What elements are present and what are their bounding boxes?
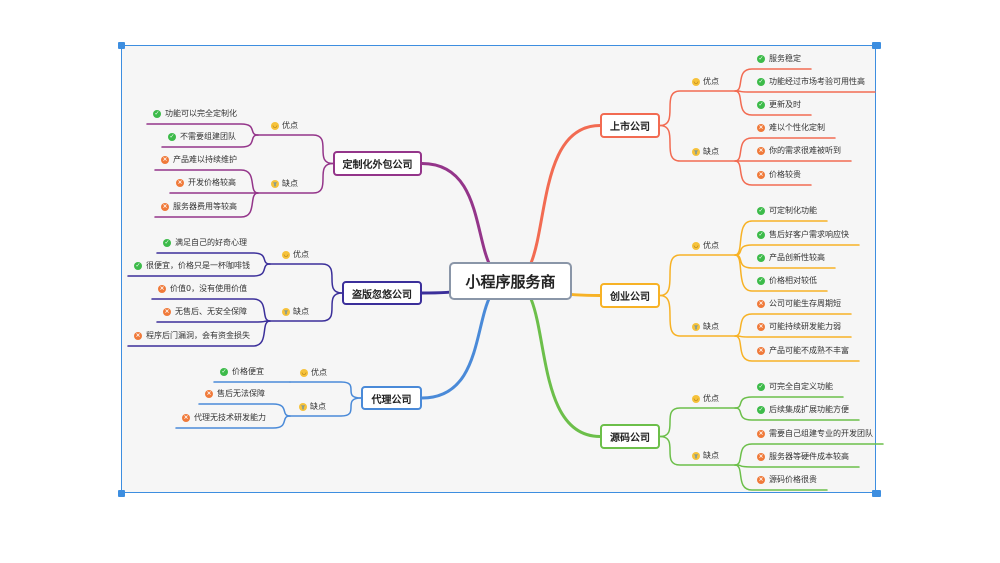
cross-icon: × — [757, 430, 765, 438]
crying-face-icon: ╥ — [282, 308, 290, 316]
leaf-topic[interactable]: 需要自己组建专业的开发团队 — [769, 429, 873, 438]
cross-icon: × — [161, 156, 169, 164]
check-icon: ✓ — [757, 207, 765, 215]
leaf-topic[interactable]: 可能持续研发能力弱 — [769, 322, 841, 331]
resize-handle-bottom-right[interactable] — [872, 490, 881, 497]
branch-node[interactable]: 创业公司 — [600, 283, 660, 308]
root-topic[interactable]: 小程序服务商 — [449, 262, 572, 300]
sub-topic-pros[interactable]: 优点 — [703, 77, 719, 86]
leaf-topic[interactable]: 服务稳定 — [769, 54, 801, 63]
leaf-topic[interactable]: 很便宜，价格只是一杯咖啡钱 — [146, 261, 250, 270]
leaf-topic[interactable]: 服务器等硬件成本较高 — [769, 452, 849, 461]
sub-topic-pros[interactable]: 优点 — [282, 121, 298, 130]
check-icon: ✓ — [168, 133, 176, 141]
leaf-topic[interactable]: 服务器费用等较高 — [173, 202, 237, 211]
sub-topic-pros[interactable]: 优点 — [703, 394, 719, 403]
cross-icon: × — [757, 347, 765, 355]
leaf-topic[interactable]: 无售后、无安全保障 — [175, 307, 247, 316]
leaf-topic[interactable]: 源码价格很贵 — [769, 475, 817, 484]
check-icon: ✓ — [134, 262, 142, 270]
leaf-topic[interactable]: 产品可能不成熟不丰富 — [769, 346, 849, 355]
cross-icon: × — [163, 308, 171, 316]
laughing-face-icon: ◡ — [282, 251, 290, 259]
leaf-topic[interactable]: 售后好客户需求响应快 — [769, 230, 849, 239]
cross-icon: × — [134, 332, 142, 340]
check-icon: ✓ — [153, 110, 161, 118]
leaf-topic[interactable]: 更新及时 — [769, 100, 801, 109]
cross-icon: × — [757, 453, 765, 461]
branch-node[interactable]: 盗版忽悠公司 — [342, 281, 422, 305]
sub-topic-cons[interactable]: 缺点 — [293, 307, 309, 316]
cross-icon: × — [205, 390, 213, 398]
check-icon: ✓ — [757, 101, 765, 109]
crying-face-icon: ╥ — [692, 148, 700, 156]
check-icon: ✓ — [757, 383, 765, 391]
branch-node[interactable]: 定制化外包公司 — [333, 151, 422, 176]
laughing-face-icon: ◡ — [692, 242, 700, 250]
sub-topic-cons[interactable]: 缺点 — [703, 451, 719, 460]
leaf-topic[interactable]: 价格较贵 — [769, 170, 801, 179]
leaf-topic[interactable]: 公司可能生存周期短 — [769, 299, 841, 308]
cross-icon: × — [176, 179, 184, 187]
cross-icon: × — [182, 414, 190, 422]
leaf-topic[interactable]: 你的需求很难被听到 — [769, 146, 841, 155]
branch-node[interactable]: 源码公司 — [600, 424, 660, 449]
cross-icon: × — [757, 323, 765, 331]
leaf-topic[interactable]: 满足自己的好奇心理 — [175, 238, 247, 247]
branch-node[interactable]: 代理公司 — [361, 386, 422, 410]
leaf-topic[interactable]: 开发价格较高 — [188, 178, 236, 187]
leaf-topic[interactable]: 价值0，没有使用价值 — [170, 284, 248, 293]
check-icon: ✓ — [757, 254, 765, 262]
leaf-topic[interactable]: 价格便宜 — [232, 367, 264, 376]
leaf-topic[interactable]: 代理无技术研发能力 — [194, 413, 266, 422]
crying-face-icon: ╥ — [692, 452, 700, 460]
laughing-face-icon: ◡ — [692, 78, 700, 86]
leaf-topic[interactable]: 售后无法保障 — [217, 389, 265, 398]
branch-node[interactable]: 上市公司 — [600, 113, 660, 138]
leaf-topic[interactable]: 可完全自定义功能 — [769, 382, 833, 391]
sub-topic-pros[interactable]: 优点 — [293, 250, 309, 259]
cross-icon: × — [757, 300, 765, 308]
sub-topic-cons[interactable]: 缺点 — [310, 402, 326, 411]
laughing-face-icon: ◡ — [300, 369, 308, 377]
leaf-topic[interactable]: 产品创新性较高 — [769, 253, 825, 262]
sub-topic-cons[interactable]: 缺点 — [703, 322, 719, 331]
cross-icon: × — [158, 285, 166, 293]
leaf-topic[interactable]: 不需要组建团队 — [180, 132, 236, 141]
sub-topic-cons[interactable]: 缺点 — [282, 179, 298, 188]
leaf-topic[interactable]: 功能经过市场考验可用性高 — [769, 77, 865, 86]
leaf-topic[interactable]: 产品难以持续维护 — [173, 155, 237, 164]
sub-topic-pros[interactable]: 优点 — [311, 368, 327, 377]
crying-face-icon: ╥ — [271, 180, 279, 188]
cross-icon: × — [757, 476, 765, 484]
leaf-topic[interactable]: 难以个性化定制 — [769, 123, 825, 132]
resize-handle-top-right[interactable] — [872, 42, 881, 49]
check-icon: ✓ — [220, 368, 228, 376]
resize-handle-top-left[interactable] — [118, 42, 125, 49]
cross-icon: × — [161, 203, 169, 211]
cross-icon: × — [757, 171, 765, 179]
cross-icon: × — [757, 124, 765, 132]
crying-face-icon: ╥ — [299, 403, 307, 411]
check-icon: ✓ — [163, 239, 171, 247]
check-icon: ✓ — [757, 277, 765, 285]
check-icon: ✓ — [757, 55, 765, 63]
check-icon: ✓ — [757, 406, 765, 414]
check-icon: ✓ — [757, 231, 765, 239]
sub-topic-cons[interactable]: 缺点 — [703, 147, 719, 156]
leaf-topic[interactable]: 后续集成扩展功能方便 — [769, 405, 849, 414]
leaf-topic[interactable]: 价格相对较低 — [769, 276, 817, 285]
leaf-topic[interactable]: 功能可以完全定制化 — [165, 109, 237, 118]
leaf-topic[interactable]: 可定制化功能 — [769, 206, 817, 215]
leaf-topic[interactable]: 程序后门漏洞，会有资金损失 — [146, 331, 250, 340]
laughing-face-icon: ◡ — [271, 122, 279, 130]
crying-face-icon: ╥ — [692, 323, 700, 331]
resize-handle-bottom-left[interactable] — [118, 490, 125, 497]
check-icon: ✓ — [757, 78, 765, 86]
laughing-face-icon: ◡ — [692, 395, 700, 403]
sub-topic-pros[interactable]: 优点 — [703, 241, 719, 250]
cross-icon: × — [757, 147, 765, 155]
